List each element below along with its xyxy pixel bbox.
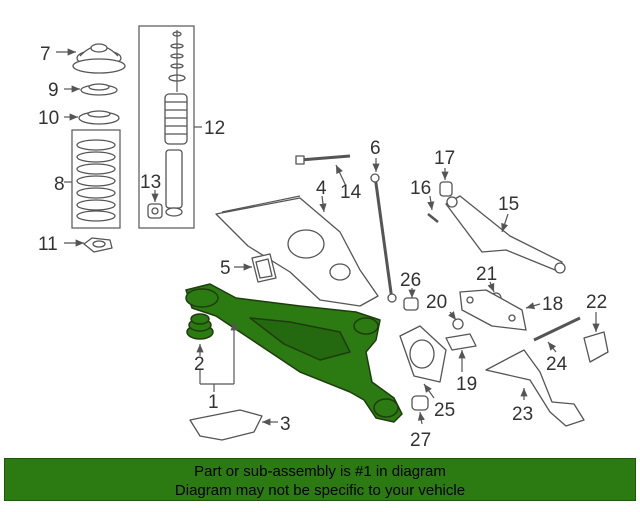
callout-7: 7	[40, 44, 51, 65]
callout-27: 27	[410, 430, 431, 451]
banner-line-2: Diagram may not be specific to your vehi…	[174, 482, 466, 499]
banner-line-1: Part or sub-assembly is #1 in diagram	[194, 463, 446, 480]
spring-pad-upper	[80, 83, 118, 96]
callout-5: 5	[220, 258, 231, 279]
fitment-notice-banner: Part or sub-assembly is #1 in diagram Di…	[4, 458, 636, 501]
bracket-19	[445, 333, 477, 351]
mount-22	[583, 331, 609, 363]
callout-9: 9	[48, 80, 59, 101]
callout-14: 14	[340, 182, 362, 203]
callout-22: 22	[586, 292, 607, 313]
callout-1: 1	[208, 392, 219, 413]
nut-20	[452, 318, 464, 330]
callout-10: 10	[38, 108, 59, 129]
shock-absorber	[164, 30, 188, 217]
rod-24	[533, 316, 581, 342]
leader-lines	[56, 48, 600, 426]
callout-17: 17	[434, 148, 455, 169]
callout-16: 16	[410, 178, 431, 199]
callout-4: 4	[316, 178, 327, 199]
spring-seat	[78, 110, 120, 125]
shock-bushing	[147, 203, 163, 219]
parts-diagram: 7 9 10 8 11 12 13 14 4 5 6 17 16 15 26 2…	[38, 25, 609, 451]
upper-control-arm	[445, 195, 566, 274]
callout-6: 6	[370, 138, 381, 159]
spring-plate-25	[399, 325, 447, 383]
lower-arm-23	[485, 349, 585, 427]
rear-subframe-highlighted[interactable]	[185, 283, 403, 423]
bushing-26	[403, 297, 419, 311]
callout-11: 11	[38, 234, 58, 255]
subframe-bushing	[186, 313, 214, 340]
callout-24: 24	[546, 354, 568, 375]
callout-23: 23	[512, 404, 533, 425]
bracket-3	[189, 409, 263, 441]
callout-15: 15	[498, 194, 519, 215]
bushing-27	[411, 395, 429, 411]
callout-21: 21	[476, 264, 497, 285]
link-rod	[370, 173, 397, 303]
crossmember	[215, 195, 379, 307]
callout-3: 3	[280, 414, 291, 435]
callout-26: 26	[400, 270, 421, 291]
callout-20: 20	[426, 292, 447, 313]
strut-mount	[72, 43, 126, 74]
callout-12: 12	[204, 118, 225, 139]
bolt-long	[295, 154, 351, 165]
bracket-18	[459, 289, 527, 331]
callout-25: 25	[434, 400, 455, 421]
bushing-17	[439, 181, 453, 197]
coil-spring	[76, 139, 116, 222]
mount-plate	[251, 253, 277, 283]
spring-pad-lower	[83, 237, 113, 253]
callout-13: 13	[140, 172, 161, 193]
callout-19: 19	[456, 374, 477, 395]
bolt-16	[427, 213, 439, 223]
callout-18: 18	[542, 294, 563, 315]
callout-8: 8	[54, 174, 65, 195]
callout-2: 2	[194, 354, 205, 375]
callout-labels: 7 9 10 8 11 12 13 14 4 5 6 17 16 15 26 2…	[38, 44, 607, 451]
